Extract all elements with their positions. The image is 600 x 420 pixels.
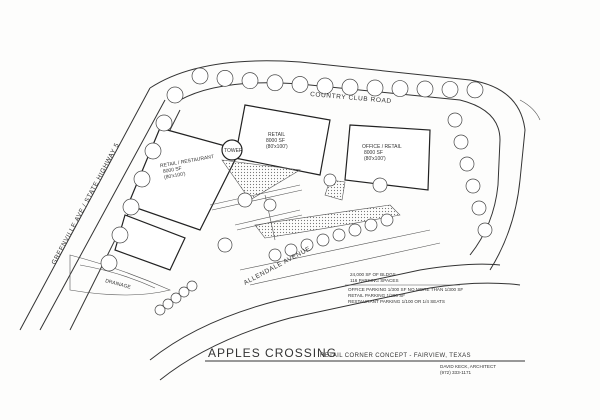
svg-text:RETAIL PARKING 1/200 SF: RETAIL PARKING 1/200 SF bbox=[348, 293, 405, 298]
tree-symbol bbox=[268, 248, 282, 262]
tree-symbol bbox=[100, 254, 118, 272]
tree-symbol bbox=[341, 78, 359, 96]
tree-symbol bbox=[466, 81, 484, 99]
tree-symbol bbox=[477, 222, 493, 238]
tree-symbol bbox=[166, 86, 184, 104]
tree-symbol bbox=[216, 70, 234, 87]
tree-symbol bbox=[300, 238, 314, 252]
tree-symbol bbox=[191, 67, 209, 85]
tree-symbol bbox=[178, 286, 190, 298]
tree-symbol bbox=[237, 192, 253, 208]
tree-symbol bbox=[284, 243, 298, 257]
tree-symbol bbox=[316, 77, 334, 95]
building-small bbox=[114, 214, 186, 271]
tree-symbol bbox=[162, 298, 174, 310]
svg-text:(80'x100'): (80'x100') bbox=[266, 144, 288, 150]
tree-symbol bbox=[155, 114, 173, 132]
tree-symbol bbox=[316, 233, 330, 247]
tree-symbol bbox=[186, 280, 198, 292]
label-drainage: DRAINAGE bbox=[104, 278, 131, 291]
tree-symbol bbox=[111, 226, 129, 244]
tree-symbol bbox=[332, 228, 346, 242]
tree-symbol bbox=[447, 112, 463, 128]
label-tower: TOWER bbox=[224, 148, 243, 154]
svg-text:OFFICE PARKING 1/300 SF NO M: OFFICE PARKING 1/300 SF NO MORE THAN 1/3… bbox=[348, 287, 463, 292]
tree-symbol bbox=[266, 74, 284, 92]
south-road bbox=[149, 229, 521, 381]
site-notes: 24,000 SF OF BLDGS 116 PARKING SPACES OF… bbox=[345, 272, 463, 304]
svg-text:(80'x100'): (80'x100') bbox=[364, 156, 386, 162]
drawing-title: APPLES CROSSING bbox=[208, 346, 337, 360]
tree-symbol bbox=[366, 79, 384, 97]
label-building-retail: RETAIL 8000 SF (80'x100') bbox=[266, 132, 288, 150]
title-block: APPLES CROSSING RETAIL CORNER CONCEPT - … bbox=[205, 346, 525, 375]
architect-name: DAVID KECK, ARCHITECT bbox=[440, 364, 496, 369]
tree-symbol bbox=[348, 223, 362, 237]
tree-symbol bbox=[441, 81, 459, 98]
svg-text:OFFICE / RETAIL: OFFICE / RETAIL bbox=[362, 144, 402, 150]
tree-symbol bbox=[465, 178, 481, 194]
tree-symbol bbox=[170, 292, 182, 304]
tree-symbol bbox=[453, 134, 469, 150]
tree-symbol bbox=[122, 198, 140, 216]
tree-symbol bbox=[241, 72, 259, 90]
tree-symbol bbox=[471, 200, 487, 216]
tree-symbol bbox=[217, 237, 233, 253]
label-building-office-retail: OFFICE / RETAIL 8000 SF (80'x100') bbox=[362, 144, 402, 162]
svg-text:RETAIL: RETAIL bbox=[268, 132, 285, 138]
architect-phone: (972) 333-1171 bbox=[440, 370, 472, 375]
tree-symbol bbox=[380, 213, 394, 227]
svg-text:(80'x100'): (80'x100') bbox=[164, 171, 187, 181]
tree-symbol bbox=[459, 156, 475, 172]
tree-symbol bbox=[291, 76, 309, 93]
svg-text:8000 SF: 8000 SF bbox=[163, 166, 183, 175]
plaza-tower bbox=[221, 139, 243, 161]
tree-symbol bbox=[144, 142, 162, 160]
building-retail bbox=[234, 104, 331, 176]
label-highway-5: GREENVILLE AVE / STATE HIGHWAY 5 bbox=[51, 142, 121, 266]
tree-symbol bbox=[154, 304, 166, 316]
building-office-retail bbox=[344, 124, 431, 191]
tree-symbol bbox=[323, 173, 337, 187]
tree-symbol bbox=[416, 80, 434, 98]
svg-text:RESTAURANT PARKING 1/100 OR 1: RESTAURANT PARKING 1/100 OR 1/4 SEATS bbox=[348, 299, 445, 304]
tree-symbol bbox=[263, 198, 277, 212]
tree-symbol bbox=[372, 177, 388, 193]
tree-symbol bbox=[364, 218, 378, 232]
plaza-paving bbox=[221, 159, 301, 201]
svg-text:8000 SF: 8000 SF bbox=[364, 150, 383, 156]
tree-symbol bbox=[133, 170, 151, 188]
drawing-subtitle: RETAIL CORNER CONCEPT - FAIRVIEW, TEXAS bbox=[320, 353, 471, 359]
tree-symbol bbox=[391, 80, 409, 97]
svg-text:116 PARKING SPACES: 116 PARKING SPACES bbox=[350, 278, 399, 283]
svg-text:8000 SF: 8000 SF bbox=[266, 138, 285, 144]
trees bbox=[100, 67, 493, 316]
svg-text:24,000 SF OF BLDGS: 24,000 SF OF BLDGS bbox=[350, 272, 396, 277]
